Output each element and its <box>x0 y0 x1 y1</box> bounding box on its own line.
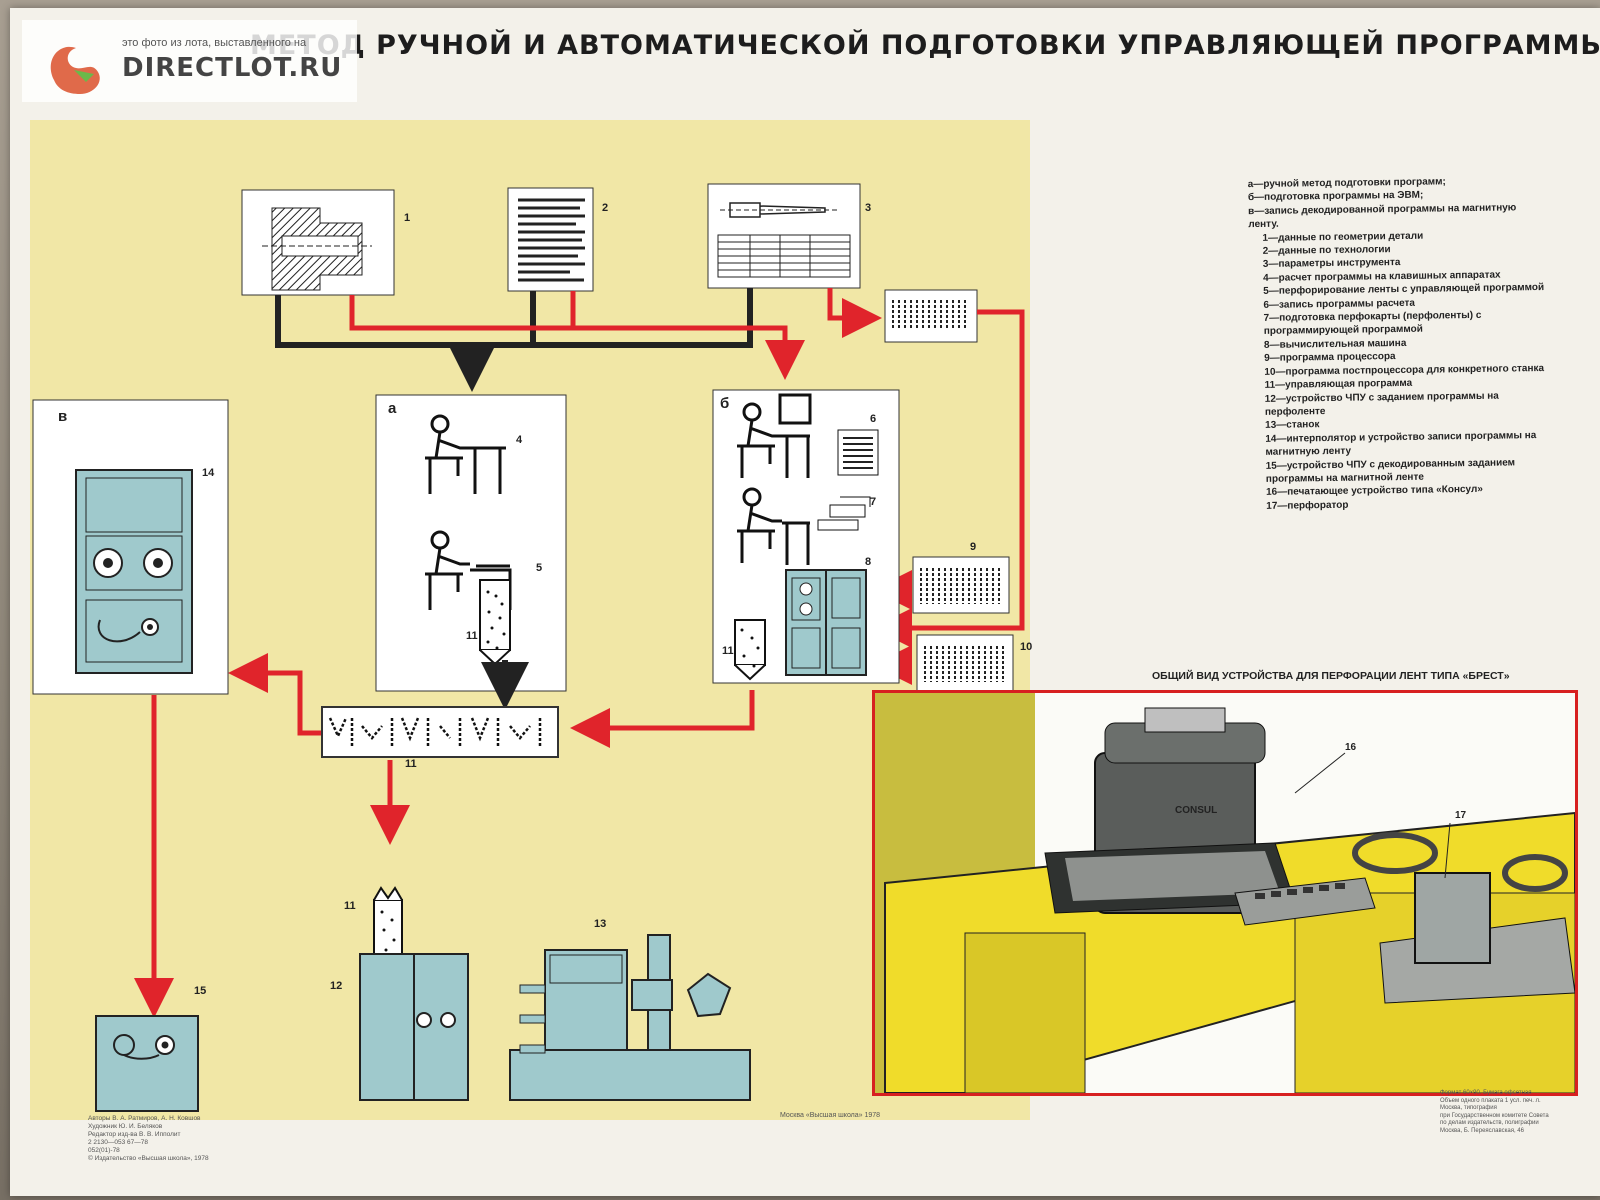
label-13: 13 <box>594 918 607 930</box>
credit-line: 2 2130—053 67—78 <box>88 1139 148 1146</box>
credit-line: © Издательство «Высшая школа», 1978 <box>88 1155 209 1162</box>
control-program-tape <box>321 706 559 758</box>
panel-letter-v: в <box>58 408 68 425</box>
label-8: 8 <box>865 556 872 568</box>
panel-magnetic-recording <box>32 399 229 695</box>
label-16: 16 <box>1345 742 1357 753</box>
label-6: 6 <box>870 413 877 425</box>
technology-document <box>507 187 594 292</box>
fine-print-line: Москва, типография <box>1440 1105 1497 1111</box>
punched-card-program <box>884 289 978 343</box>
watermark-small-text: это фото из лота, выставленного на <box>122 37 307 49</box>
label-15: 15 <box>194 985 207 997</box>
bottom-tape <box>373 886 403 957</box>
label-7: 7 <box>870 496 877 508</box>
publisher-imprint: Москва «Высшая школа» 1978 <box>780 1112 881 1119</box>
processor-program-card <box>912 556 1010 614</box>
credit-line: Авторы В. А. Ратмиров, А. Н. Ковшов <box>88 1115 201 1122</box>
credit-line: Редактор изд-ва В. В. Ипполит <box>88 1131 181 1138</box>
machine-tool <box>509 934 751 1101</box>
legend-item: 15—устройство ЧПУ с декодированным задан… <box>1265 456 1516 485</box>
legend-item: 12—устройство ЧПУ с заданием программы н… <box>1264 390 1499 418</box>
label-11-tape: 11 <box>405 758 417 770</box>
legend-item: 7—подготовка перфокарты (перфоленты) с п… <box>1263 309 1482 338</box>
fine-print-line: Объем одного плаката 1 усл. печ. л. <box>1440 1097 1541 1104</box>
poster-title: МЕТОД РУЧНОЙ И АВТОМАТИЧЕСКОЙ ПОДГОТОВКИ… <box>250 30 1600 61</box>
label-3: 3 <box>865 202 872 214</box>
legend: а—ручной метод подготовки программ;б—под… <box>1248 174 1553 513</box>
part-geometry-card <box>241 189 395 296</box>
label-1: 1 <box>404 212 411 224</box>
fine-print-line: Формат 60×90. Бумага офсетная <box>1440 1090 1532 1096</box>
watermark-brand: DIRECTLOT.RU <box>122 53 343 83</box>
label-9: 9 <box>970 541 977 553</box>
legend-item: 14—интерполятор и устройство записи прог… <box>1265 429 1537 459</box>
photo-caption: ОБЩИЙ ВИД УСТРОЙСТВА ДЛЯ ПЕРФОРАЦИИ ЛЕНТ… <box>1152 670 1510 682</box>
squirrel-logo-icon <box>50 46 100 94</box>
label-12: 12 <box>330 980 343 992</box>
credit-line: 052(01)-78 <box>88 1147 120 1154</box>
label-11-a: 11 <box>466 630 478 642</box>
label-10: 10 <box>1020 641 1033 653</box>
label-4: 4 <box>516 434 523 446</box>
cnc-device-magnetic <box>95 1015 199 1112</box>
panel-letter-a: а <box>388 400 397 417</box>
typewriter-brand: CONSUL <box>1175 805 1217 816</box>
red-flow-lines <box>134 288 1025 1018</box>
legend-item: в—запись декодированной программы на маг… <box>1248 202 1517 231</box>
cnc-device-tape <box>359 953 469 1101</box>
label-14: 14 <box>202 467 215 479</box>
credit-line: Художник Ю. И. Беляков <box>88 1123 163 1130</box>
label-2: 2 <box>602 202 609 214</box>
perforator-photo: CONSUL 16 17 <box>872 690 1578 1096</box>
fine-print-line: при Государственном комитете Совета <box>1440 1112 1549 1119</box>
fine-print-line: Москва, Б. Переяславская, 46 <box>1440 1127 1524 1134</box>
fine-print-line: по делам издательств, полиграфии <box>1440 1120 1539 1126</box>
label-11-b: 11 <box>722 645 734 657</box>
panel-manual-method <box>375 394 567 710</box>
black-flow-lines <box>275 288 753 392</box>
postprocessor-program-card <box>916 634 1014 692</box>
label-11-bottom: 11 <box>344 900 356 912</box>
label-17: 17 <box>1455 810 1467 821</box>
perforator-illustration: CONSUL 16 17 <box>875 693 1575 1093</box>
panel-letter-b: б <box>720 395 730 412</box>
tool-parameters-card <box>707 183 861 289</box>
watermark-box: это фото из лота, выставленного на DIREC… <box>22 20 357 102</box>
label-5: 5 <box>536 562 543 574</box>
panel-computer-method <box>712 389 900 684</box>
